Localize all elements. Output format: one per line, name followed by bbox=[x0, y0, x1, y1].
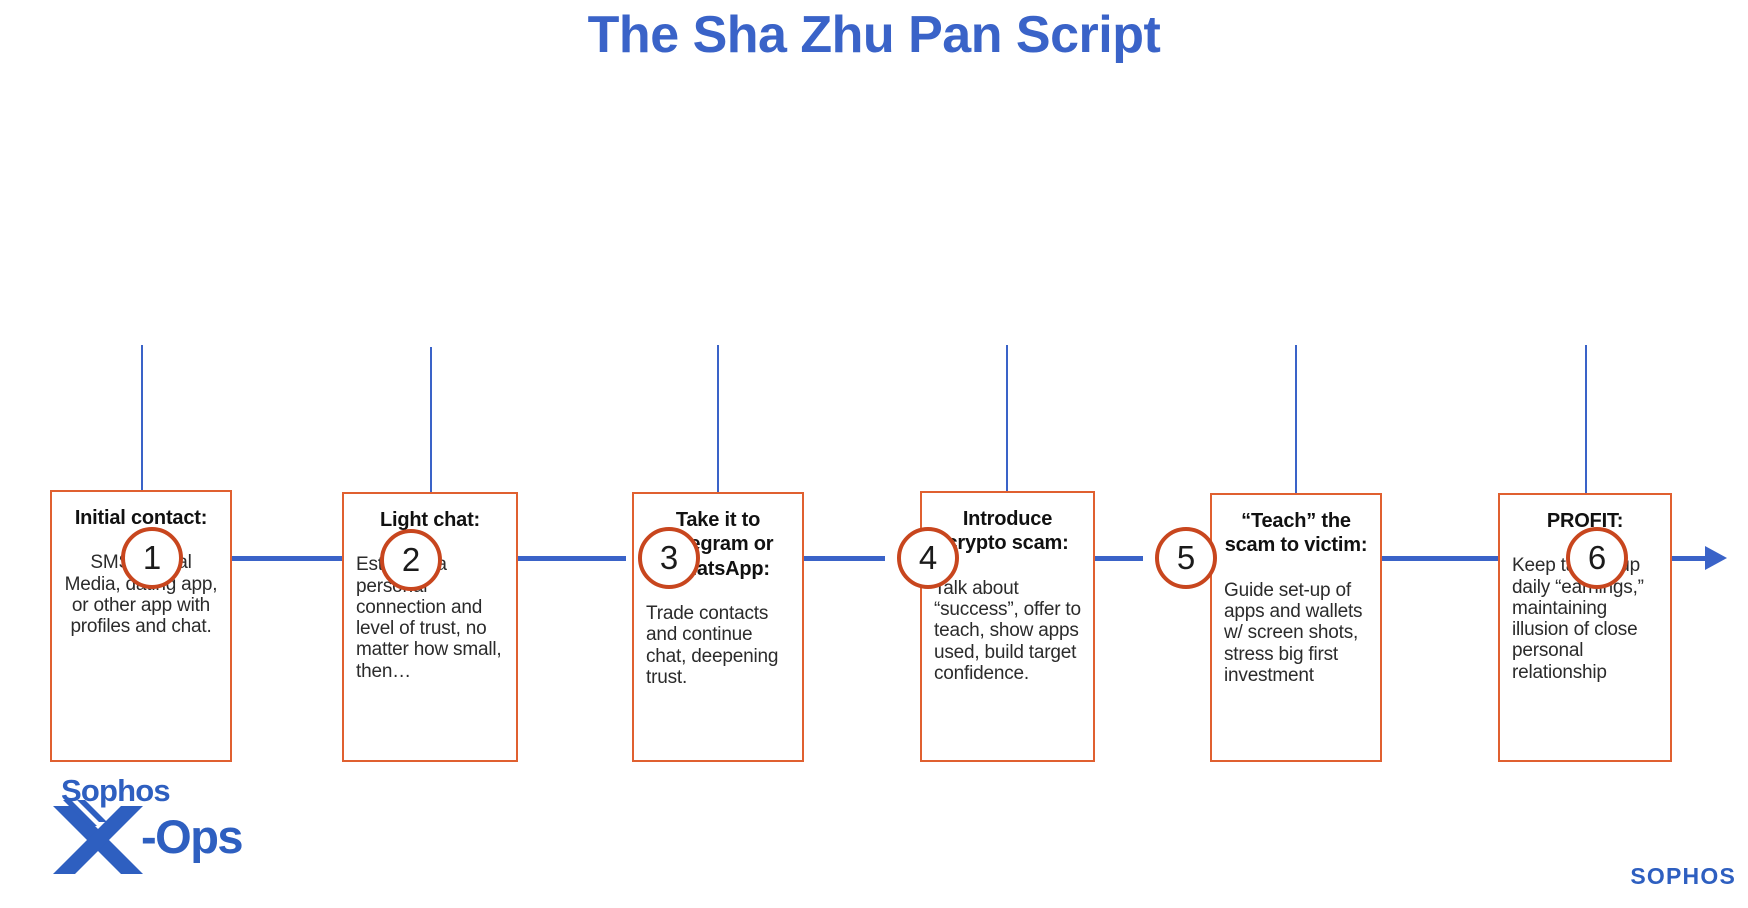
stem-step-1 bbox=[141, 345, 143, 490]
timeline-node-label: 6 bbox=[1587, 539, 1607, 576]
timeline-node-label: 5 bbox=[1176, 539, 1196, 576]
timeline: 1 2 3 4 5 6 bbox=[0, 248, 1748, 591]
timeline-segment-5-6 bbox=[1216, 556, 1556, 561]
step-heading: Initial contact: bbox=[74, 507, 208, 529]
stem-step-2 bbox=[430, 347, 432, 492]
step-box-2[interactable]: Light chat: Establish a personal connect… bbox=[342, 492, 518, 762]
timeline-node-6[interactable]: 6 bbox=[1566, 527, 1628, 589]
timeline-node-2[interactable]: 2 bbox=[380, 529, 442, 591]
timeline-node-label: 3 bbox=[659, 539, 679, 576]
step-body: Trade contacts and continue chat, deepen… bbox=[646, 603, 779, 688]
timeline-node-1[interactable]: 1 bbox=[121, 527, 183, 589]
stem-step-3 bbox=[717, 345, 719, 492]
ops-wordmark: -Ops bbox=[141, 810, 244, 863]
sophos-xops-logo: Sophos -Ops bbox=[45, 773, 260, 883]
timeline-node-label: 2 bbox=[401, 541, 421, 578]
timeline-segment-2-3 bbox=[440, 556, 626, 561]
timeline-node-4[interactable]: 4 bbox=[897, 527, 959, 589]
step-box-5[interactable]: “Teach” the scam to victim: Guide set-up… bbox=[1210, 493, 1382, 762]
timeline-node-label: 4 bbox=[918, 539, 938, 576]
step-heading: “Teach” the scam to victim: bbox=[1224, 510, 1368, 557]
step-body: Guide set-up of apps and wallets w/ scre… bbox=[1224, 579, 1363, 686]
stem-step-5 bbox=[1295, 345, 1297, 493]
step-body: Talk about “success”, offer to teach, sh… bbox=[934, 577, 1081, 684]
timeline-node-5[interactable]: 5 bbox=[1155, 527, 1217, 589]
step-heading: Introduce crypto scam: bbox=[946, 508, 1069, 555]
timeline-node-label: 1 bbox=[142, 539, 162, 576]
sophos-corner-wordmark: SOPHOS bbox=[1630, 863, 1736, 889]
stem-step-6 bbox=[1585, 345, 1587, 493]
timeline-node-3[interactable]: 3 bbox=[638, 527, 700, 589]
step-heading: PROFIT: bbox=[1546, 510, 1624, 532]
timeline-segment-1-2 bbox=[183, 556, 368, 561]
step-heading: Light chat: bbox=[379, 509, 480, 531]
timeline-arrowhead-icon bbox=[1705, 546, 1727, 570]
stem-step-4 bbox=[1006, 345, 1008, 491]
step-body: Keep talking up daily “earnings,” mainta… bbox=[1512, 555, 1644, 683]
page-title: The Sha Zhu Pan Script bbox=[587, 6, 1161, 64]
step-box-4[interactable]: Introduce crypto scam: Talk about “succe… bbox=[920, 491, 1095, 762]
step-body: Establish a personal connection and leve… bbox=[356, 554, 502, 682]
xops-x-mark-icon bbox=[53, 800, 143, 874]
